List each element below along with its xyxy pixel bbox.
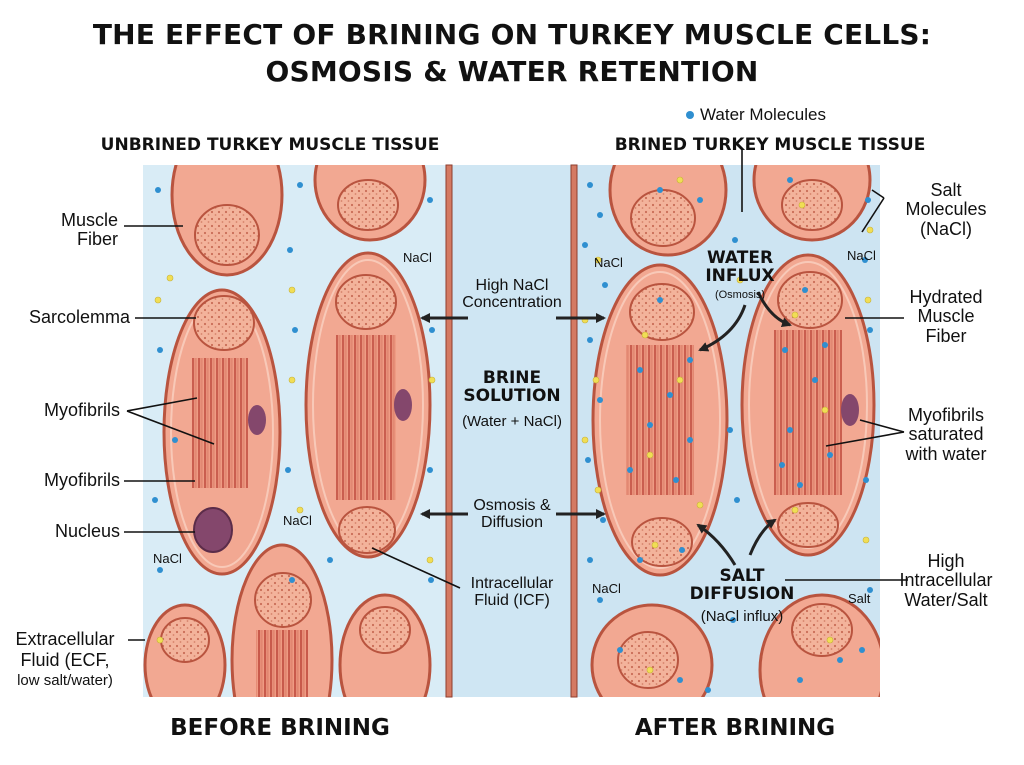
left-cell-top-2 [313, 165, 427, 242]
nacl-tag-right-2: NaCl [847, 248, 876, 263]
label-ecf-line3: low salt/water) [17, 672, 113, 689]
label-myofibrils-1: Myofibrils [43, 400, 120, 420]
label-osmosis-small: (Osmosis) [714, 289, 766, 301]
right-cells [581, 165, 880, 697]
left-footer: BEFORE BRINING [170, 715, 390, 741]
left-cell-bottom-3 [338, 593, 432, 697]
left-water-dots [152, 182, 435, 583]
right-salt-dots [581, 176, 874, 674]
left-cell-bottom-2 [230, 543, 334, 697]
label-nucleus: Nucleus [54, 521, 120, 541]
nacl-tag-left-2: NaCl [283, 513, 312, 528]
left-divider [445, 164, 453, 698]
title-line-1: THE EFFECT OF BRINING ON TURKEY MUSCLE C… [92, 18, 932, 51]
nacl-tag-left-3: NaCl [153, 551, 182, 566]
icf-leader [371, 547, 461, 589]
left-salt-dots [154, 274, 436, 644]
label-high-intracellular: High Intracellular Water/Salt [899, 551, 993, 610]
right-footer: AFTER BRINING [634, 715, 836, 741]
right-cell-hydrated-1 [591, 263, 729, 577]
label-salt-molecules: Salt Molecules (NaCl) [905, 180, 987, 239]
label-myofibrils-2: Myofibrils [43, 470, 120, 490]
right-leader-lines [741, 150, 908, 581]
nacl-tag-right-1: NaCl [594, 255, 623, 270]
left-heading: UNBRINED TURKEY MUSCLE TISSUE [100, 135, 440, 155]
label-salt-diffusion: SALT DIFFUSION [689, 566, 795, 605]
label-icf: Intracellular Fluid (ICF) [470, 575, 554, 610]
left-leader-lines [124, 225, 215, 641]
label-hydrated-muscle-fiber: Hydrated Muscle Fiber [909, 287, 983, 346]
label-myofibrils-saturated: Myofibrils saturated with water [905, 405, 987, 464]
label-sarcolemma: Sarcolemma [28, 307, 130, 327]
label-brine-solution: BRINE SOLUTION [463, 368, 561, 407]
curved-arrows [696, 291, 792, 566]
center-arrows [420, 313, 606, 519]
label-salt: Salt [848, 591, 871, 606]
nacl-tag-right-3: NaCl [592, 581, 621, 596]
right-cell-bottom-2 [758, 593, 880, 697]
brine-solution-channel [452, 165, 571, 697]
label-water-influx: WATER INFLUX [705, 248, 775, 287]
title-line-2: OSMOSIS & WATER RETENTION [265, 55, 759, 88]
left-cell-top [170, 165, 284, 277]
left-cell-fiber-1 [162, 288, 282, 576]
left-cells [143, 165, 436, 697]
label-high-nacl: High NaCl Concentration [462, 277, 562, 312]
left-cell-fiber-2 [304, 251, 432, 559]
legend-water-dot [686, 111, 694, 119]
label-muscle-fiber: Muscle Fiber [60, 210, 118, 250]
right-cell-top-1 [608, 165, 728, 257]
label-ecf-line2: Fluid (ECF, [20, 650, 110, 670]
label-osmosis-diffusion: Osmosis & Diffusion [473, 497, 551, 532]
right-heading: BRINED TURKEY MUSCLE TISSUE [614, 135, 926, 155]
right-water-dots [582, 177, 873, 693]
legend-water-label: Water Molecules [700, 105, 826, 124]
right-cell-bottom-1 [590, 603, 714, 697]
left-cell-bottom-1 [143, 603, 227, 697]
right-cell-hydrated-2 [740, 253, 876, 557]
label-ecf-line1: Extracellular [15, 629, 115, 649]
right-cell-top-2 [752, 165, 872, 242]
nacl-tag-left-1: NaCl [403, 250, 432, 265]
right-divider [570, 164, 578, 698]
label-nacl-influx: (NaCl influx) [700, 608, 784, 625]
label-brine-sub: (Water + NaCl) [462, 413, 562, 430]
